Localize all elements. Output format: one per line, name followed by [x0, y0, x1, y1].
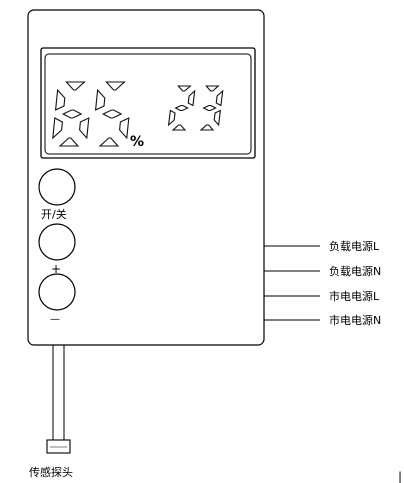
- main-digit-0-seg-a: [65, 81, 86, 91]
- secondary-digit-1-seg-c: [213, 109, 222, 127]
- terminal-wires: [264, 245, 320, 321]
- lcd-inner-frame: [44, 53, 252, 155]
- secondary-digit-0: [167, 85, 196, 131]
- secondary-digit-0-seg-a: [177, 85, 192, 92]
- main-value-digits: [52, 81, 130, 147]
- main-digit-0-seg-e: [52, 117, 63, 140]
- main-digit-0-seg-g: [61, 109, 83, 119]
- secondary-digit-1-seg-a: [205, 85, 220, 92]
- probe-cable: [52, 345, 65, 440]
- secondary-digit-1-seg-d: [199, 124, 215, 131]
- main-digit-0: [52, 81, 90, 147]
- terminal-label-mains-n: 市电电源N: [329, 313, 381, 327]
- terminal-label-load-n: 负载电源N: [329, 264, 381, 278]
- up-button-label: +: [51, 262, 61, 276]
- down-button[interactable]: [38, 273, 76, 311]
- secondary-digit-0-seg-g: [174, 104, 189, 112]
- main-digit-0-seg-f: [54, 88, 66, 111]
- power-button[interactable]: [38, 168, 76, 206]
- terminal-label-mains-l: 市电电源L: [329, 289, 380, 303]
- probe-head: [46, 439, 71, 454]
- secondary-digit-0-seg-e: [167, 109, 176, 127]
- down-button-label: —: [50, 314, 60, 325]
- main-digit-1-seg-g: [101, 109, 123, 119]
- corner-mark: |: [398, 470, 402, 483]
- main-digit-0-seg-d: [58, 137, 80, 147]
- secondary-value-digits: [167, 85, 224, 131]
- probe-label: 传感探头: [29, 466, 73, 479]
- secondary-digit-0-seg-b: [187, 89, 196, 107]
- secondary-digit-0-seg-d: [171, 124, 187, 131]
- power-button-label: 开/关: [41, 207, 67, 221]
- main-digit-1: [94, 81, 130, 147]
- secondary-digit-1-seg-b: [215, 89, 224, 107]
- main-unit: %: [130, 134, 144, 150]
- main-digit-1-seg-d: [98, 137, 120, 147]
- up-button[interactable]: [38, 223, 76, 261]
- terminal-label-load-l: 负载电源L: [329, 239, 380, 253]
- secondary-digit-1-seg-g: [202, 104, 217, 112]
- lcd-display: %: [40, 47, 256, 159]
- main-digit-1-seg-c: [119, 117, 130, 140]
- main-digit-0-seg-c: [79, 117, 90, 140]
- main-digit-1-seg-f: [94, 88, 106, 111]
- secondary-digit-1: [199, 85, 224, 131]
- main-digit-1-seg-a: [105, 81, 126, 91]
